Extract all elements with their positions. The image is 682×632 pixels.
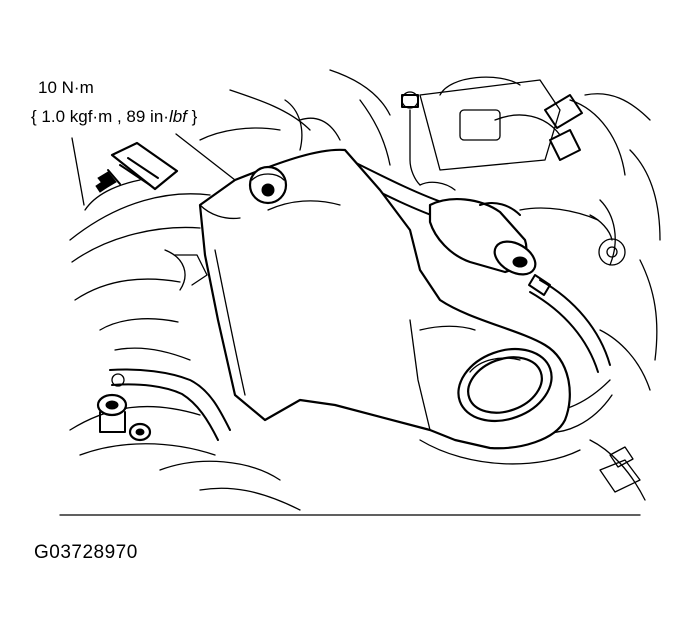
torque-bolt-sensor (95, 141, 179, 193)
torque-alt-close: } (186, 107, 198, 126)
intake-manifold-background (69, 69, 391, 511)
reservoir-tank (198, 148, 571, 450)
lower-bolt (96, 368, 231, 442)
torque-alt-unit-italic: lbf (168, 107, 187, 126)
torque-alt-units-text: { 1.0 kgf·m , 89 in· (31, 107, 169, 126)
callout-leader-lines (71, 133, 236, 206)
torque-alternate-units-label: { 1.0 kgf·m , 89 in·lbf } (31, 108, 197, 125)
upper-right-components (401, 76, 661, 501)
solenoid-valve (419, 181, 551, 296)
figure-code: G03728970 (34, 542, 138, 563)
torque-value-label: 10 N·m (38, 78, 94, 97)
